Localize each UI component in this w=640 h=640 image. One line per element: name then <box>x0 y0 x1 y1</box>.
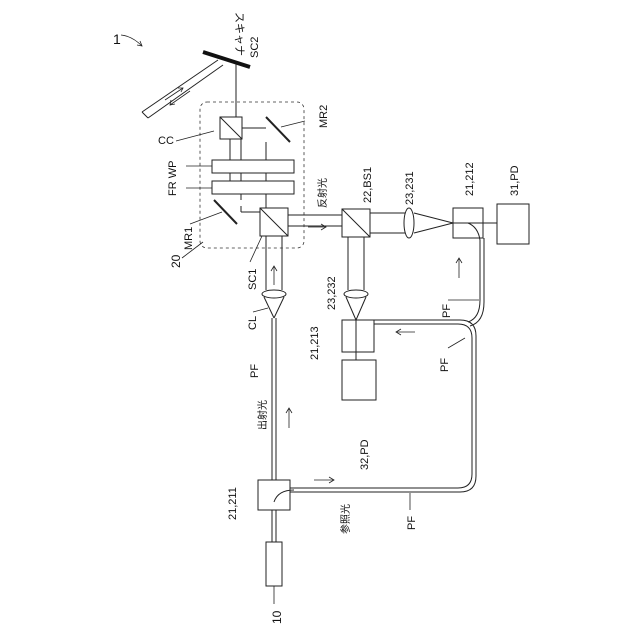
fiber-212-down-inner <box>470 238 484 326</box>
wave-plate-wp <box>212 160 294 173</box>
mr1-label: MR1 <box>183 227 195 250</box>
scan-arrow-lower <box>170 91 190 105</box>
coupler-213 <box>342 320 374 352</box>
lens-231-label: 23,231 <box>404 171 416 205</box>
mr1-leader <box>190 212 222 224</box>
cl-label: CL <box>247 316 259 330</box>
mirror-mr1 <box>214 200 237 224</box>
emitted-light-label: 出射光 <box>256 400 269 430</box>
cc-label: CC <box>158 135 174 147</box>
fiber-212-down <box>468 240 480 322</box>
pd-31-label: 31,PD <box>509 165 521 196</box>
pf-bottom-label: PF <box>406 516 418 530</box>
coupler-212-label: 21,212 <box>464 162 476 196</box>
lens-231 <box>404 208 414 238</box>
lens-232-label: 23,232 <box>326 276 338 310</box>
beam-lens231-converge-upper <box>414 213 453 223</box>
lens-232 <box>344 290 368 298</box>
scan-beam-return <box>148 65 223 118</box>
coupler-213-label: 21,213 <box>309 326 321 360</box>
cc-leader <box>176 131 214 141</box>
scan-beam-end <box>142 112 148 118</box>
pf-mid-leader <box>448 338 465 348</box>
beam-cl-converge-left <box>264 297 274 318</box>
scanner-label: スキャナ <box>233 12 246 56</box>
sc1-label: SC1 <box>247 269 259 290</box>
light-source-10 <box>266 542 282 586</box>
collimator-lens-cl <box>262 290 286 298</box>
sc1-leader <box>250 236 262 262</box>
unit-20-label: 20 <box>169 254 183 268</box>
coupler-211-label: 21,211 <box>227 487 239 520</box>
photodetector-32 <box>342 360 376 400</box>
pf-mid-label: PF <box>439 358 451 372</box>
pf-right-label: PF <box>441 304 453 318</box>
beam-lens232-converge-left <box>346 297 356 320</box>
pd-32-label: 32,PD <box>359 439 371 470</box>
mr2-label: MR2 <box>318 105 330 128</box>
figure-number-arrow <box>121 35 142 46</box>
coupler-211 <box>258 480 290 510</box>
beam-lens231-converge-lower <box>414 223 453 233</box>
figure-number: 1 <box>113 31 121 47</box>
fr-wp-label: FR WP <box>167 161 179 196</box>
scan-beam-outgoing <box>142 60 218 112</box>
mirror-mr2 <box>266 117 290 142</box>
beam-lens232-converge-right <box>356 297 366 320</box>
beam-cl-converge-right <box>274 297 284 318</box>
sc2-label: SC2 <box>249 37 261 58</box>
faraday-rotator-fr <box>212 181 294 194</box>
mr2-leader <box>281 121 305 127</box>
bs1-label: 22,BS1 <box>362 167 374 203</box>
reflected-light-label: 反射光 <box>316 178 329 208</box>
reference-light-label: 参照光 <box>339 504 352 534</box>
photodetector-31 <box>497 204 529 244</box>
pf-left-label: PF <box>249 364 261 378</box>
source-10-label: 10 <box>270 610 284 624</box>
cl-leader <box>253 308 268 312</box>
